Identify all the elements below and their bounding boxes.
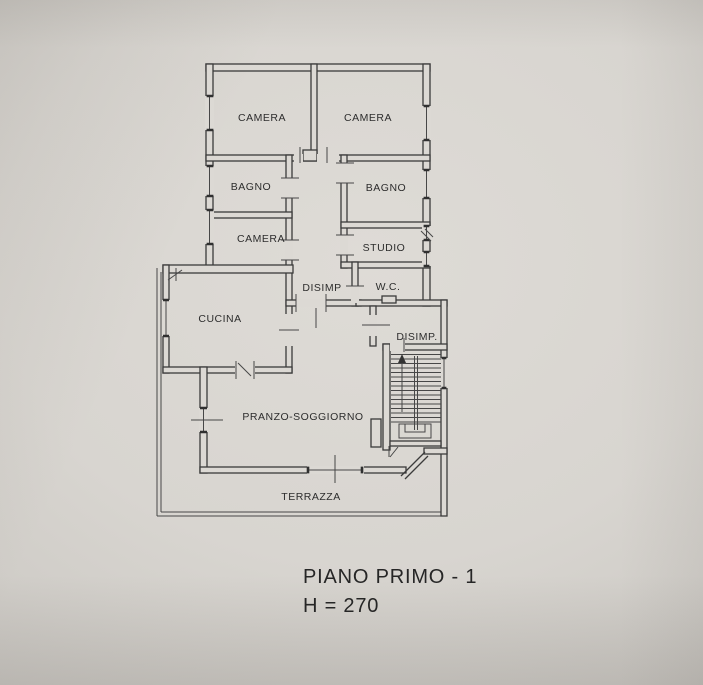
stair-direction-arrow [398,354,406,412]
room-label-pranzo-soggiorno: PRANZO-SOGGIORNO [242,411,363,423]
plan-height: H = 270 [303,595,379,617]
room-label-terrazza: TERRAZZA [281,491,340,503]
terrace-parapet [156,268,446,517]
staircase [391,354,441,439]
plan-caption: PIANO PRIMO - 1 H = 270 [303,566,477,617]
wall-openings [162,94,448,483]
plan-title: PIANO PRIMO - 1 [303,566,477,588]
room-label-disimp-east: DISIMP. [396,331,437,343]
room-labels: CAMERA CAMERA BAGNO BAGNO CAMERA STUDIO … [198,112,437,503]
room-label-bagno-w: BAGNO [231,181,271,193]
room-label-disimp-center: DISIMP [302,282,341,294]
room-label-camera-nw: CAMERA [238,112,286,124]
room-label-cucina: CUCINA [198,313,241,325]
room-label-studio: STUDIO [363,242,406,254]
room-label-camera-ne: CAMERA [344,112,392,124]
room-label-bagno-e: BAGNO [366,182,406,194]
room-label-camera-w: CAMERA [237,233,285,245]
room-label-wc: W.C. [376,281,401,293]
